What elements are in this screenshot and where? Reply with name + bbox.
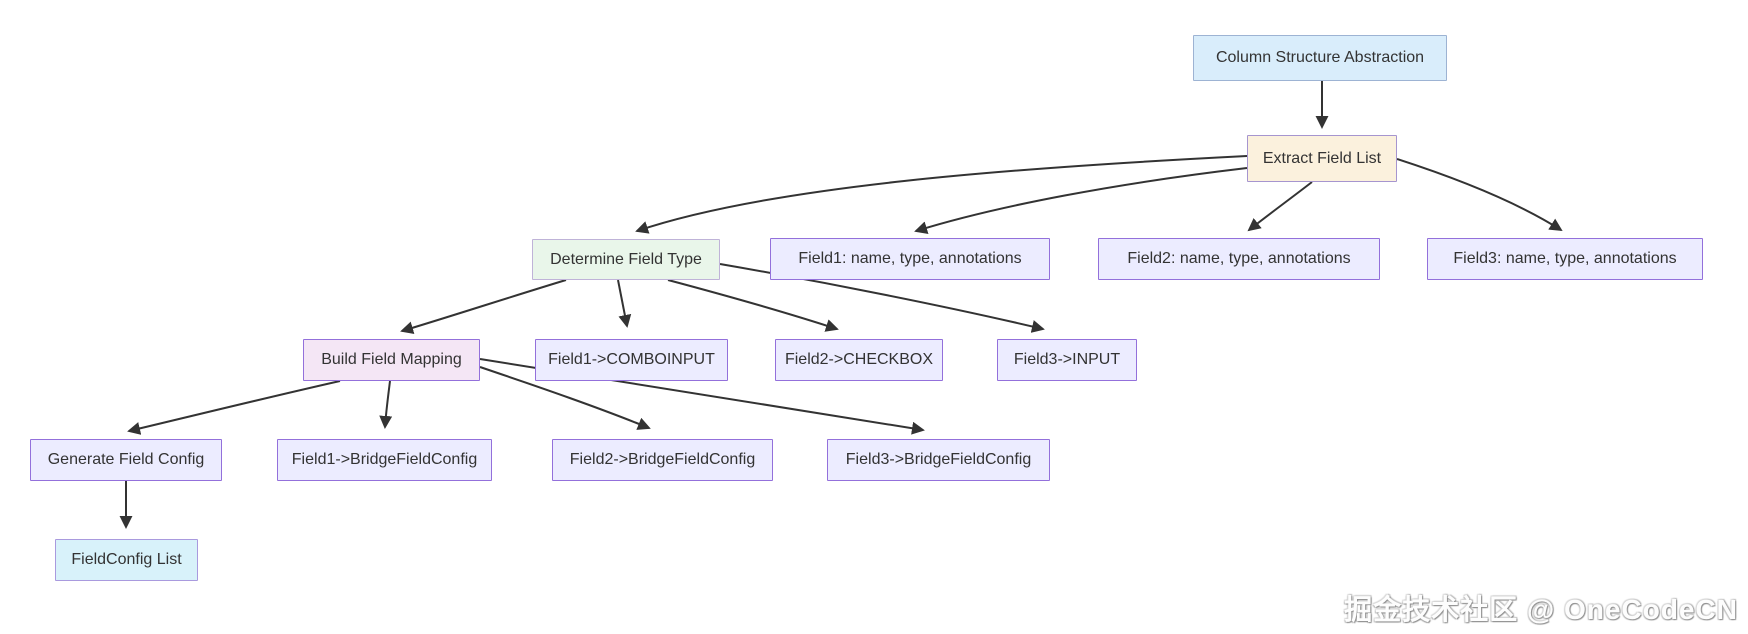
watermark: 掘金技术社区 @ OneCodeCN xyxy=(1344,594,1738,625)
edge-build-field-mapping-to-generate-field-config xyxy=(127,380,341,435)
flow-node-extract-field-list: Extract Field List xyxy=(1247,135,1397,182)
edge-build-field-mapping-to-field1-bridgefieldconfig xyxy=(379,380,393,429)
flow-node-field3-input: Field3->INPUT xyxy=(997,339,1137,381)
edge-determine-field-type-to-field3-input xyxy=(719,263,1045,333)
edge-extract-field-list-to-field3-annotations xyxy=(1396,158,1563,232)
flow-node-fieldconfig-list: FieldConfig List xyxy=(55,539,198,581)
flow-node-build-field-mapping: Build Field Mapping xyxy=(303,339,480,381)
edge-build-field-mapping-to-field2-bridgefieldconfig xyxy=(479,366,651,430)
flow-node-field3-bridgefieldconfig: Field3->BridgeFieldConfig xyxy=(827,439,1050,481)
flow-node-generate-field-config: Generate Field Config xyxy=(30,439,222,481)
flow-node-field1-annotations: Field1: name, type, annotations xyxy=(770,238,1050,280)
flow-node-field1-comboinput: Field1->COMBOINPUT xyxy=(535,339,728,381)
edge-extract-field-list-to-determine-field-type xyxy=(635,155,1248,234)
flow-node-column-structure-abstraction: Column Structure Abstraction xyxy=(1193,35,1447,81)
flow-node-field1-bridgefieldconfig: Field1->BridgeFieldConfig xyxy=(277,439,492,481)
edge-extract-field-list-to-field1-annotations xyxy=(914,167,1248,234)
flow-node-determine-field-type: Determine Field Type xyxy=(532,239,720,280)
flow-node-field3-annotations: Field3: name, type, annotations xyxy=(1427,238,1703,280)
flow-node-field2-annotations: Field2: name, type, annotations xyxy=(1098,238,1380,280)
flow-node-field2-bridgefieldconfig: Field2->BridgeFieldConfig xyxy=(552,439,773,481)
edge-extract-field-list-to-field2-annotations xyxy=(1247,181,1313,232)
edge-determine-field-type-to-field2-checkbox xyxy=(667,279,839,332)
flow-node-field2-checkbox: Field2->CHECKBOX xyxy=(775,339,943,381)
edge-determine-field-type-to-build-field-mapping xyxy=(400,279,567,335)
edge-determine-field-type-to-field1-comboinput xyxy=(617,279,632,328)
